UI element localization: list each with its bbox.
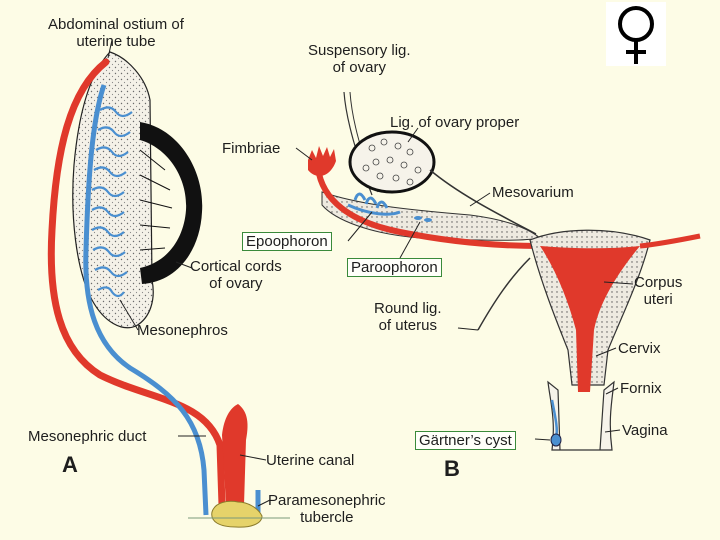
label-mesonephros: Mesonephros [137,322,228,339]
label-fimbriae: Fimbriae [222,140,281,157]
label-round-lig-line2: of uterus [378,317,437,334]
epoophoron-tubules [347,192,401,216]
label-cortical-cords: Cortical cords of ovary [190,258,282,292]
label-suspensory-lig-line2: of ovary [332,59,386,76]
label-round-lig: Round lig. of uterus [374,300,442,334]
panel-letter-a: A [62,452,78,477]
label-corpus-uteri-line2: uteri [643,291,673,308]
cortical-cord-rays [139,149,173,251]
label-cortical-cords-line1: Cortical cords [190,258,282,275]
label-abdominal-ostium: Abdominal ostium of uterine tube [48,16,184,50]
label-paramesonephric-tubercle: Paramesonephric tubercle [268,492,386,526]
leader-lines-b [295,127,634,441]
uterine-tube-b-right [639,233,701,249]
mesonephric-tubules [91,106,133,298]
label-round-lig-line1: Round lig. [374,300,442,317]
label-lig-ovary-proper: Lig. of ovary proper [390,114,520,131]
label-corpus-uteri-line1: Corpus [634,274,683,291]
label-paramesonephric-tubercle-line2: tubercle [300,509,354,526]
uterine-cavity [540,246,640,392]
round-ligament [477,257,531,331]
label-fornix: Fornix [620,380,662,397]
uterine-tube-b [315,167,541,249]
venus-symbol [606,2,666,66]
venus-icon [618,6,654,64]
label-cortical-cords-line2: of ovary [209,275,263,292]
label-paramesonephric-tubercle-line1: Paramesonephric [268,492,386,509]
label-suspensory-lig: Suspensory lig. of ovary [308,42,411,76]
label-uterine-canal: Uterine canal [266,452,355,469]
label-gartners-cyst: Gärtner’s cyst [415,431,516,450]
ovarian-follicles [362,138,422,186]
gartners-cyst [550,433,562,447]
fimbriae [308,146,336,177]
leader-lines-a [107,39,271,507]
label-epoophoron: Epoophoron [242,232,332,251]
label-paroophoron: Paroophoron [347,258,442,277]
label-vagina: Vagina [622,422,668,439]
label-abdominal-ostium-line1: Abdominal ostium of [48,16,184,33]
label-corpus-uteri: Corpus uteri [634,274,682,308]
paramesonephric-tubercle [211,500,263,528]
uterine-canal-a [222,404,248,505]
label-suspensory-lig-line1: Suspensory lig. [308,42,411,59]
mesonephros-body [72,51,154,329]
label-abdominal-ostium-line2: uterine tube [76,33,156,50]
panel-letter-b: B [444,456,460,481]
paroophoron-bodies [414,216,432,222]
label-mesonephric-duct: Mesonephric duct [28,428,147,445]
mesonephric-duct-a [83,84,209,516]
ovary-cortical-cords [140,122,203,284]
label-cervix: Cervix [618,340,661,357]
label-mesovarium: Mesovarium [492,184,574,201]
ligament-ovary-proper [429,169,537,235]
panel-a-drawing [47,39,290,528]
panel-b-drawing [295,91,701,451]
